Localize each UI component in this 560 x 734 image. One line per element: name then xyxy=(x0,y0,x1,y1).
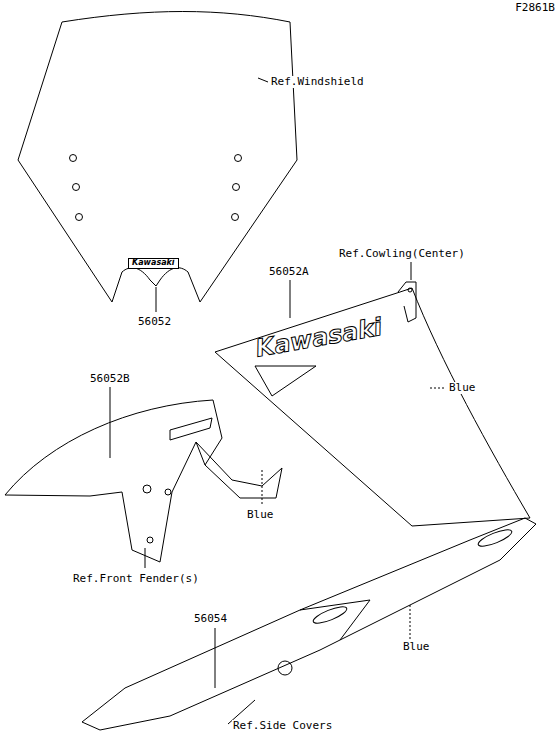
color-note: Blue xyxy=(402,641,431,653)
part-reference: Ref.Side Covers xyxy=(232,720,333,732)
bracket-hole xyxy=(408,288,412,292)
part-reference: Ref.Front Fender(s) xyxy=(72,573,200,585)
callout-number: 56052 xyxy=(137,316,172,328)
fender-bolt xyxy=(165,489,171,495)
side-cover-slot xyxy=(311,604,348,627)
mount-holes xyxy=(70,155,242,221)
color-note: Blue xyxy=(246,509,275,521)
figure-code: F2861B xyxy=(514,2,556,14)
decal-text: Kawasaki xyxy=(253,314,385,363)
callout-number: 56054 xyxy=(193,613,228,625)
front-fender-outline xyxy=(5,400,222,562)
fender-bolt xyxy=(147,537,153,543)
color-note: Blue xyxy=(448,382,477,394)
side-cover-hole xyxy=(278,661,292,675)
decal-text: Kawasaki xyxy=(128,258,179,269)
fender-decal xyxy=(170,418,212,440)
fender-blue-panel xyxy=(196,442,282,498)
callout-number: 56052B xyxy=(89,373,131,385)
fender-bolt xyxy=(143,485,151,493)
cowling-outline xyxy=(215,288,530,526)
part-reference: Ref.Windshield xyxy=(270,76,365,88)
windshield-outline xyxy=(18,12,297,303)
side-cover-stripe xyxy=(300,600,370,640)
leader-lines xyxy=(110,78,446,724)
callout-number: 56052A xyxy=(268,266,310,278)
side-cover-outline xyxy=(82,518,536,730)
cowling-bracket xyxy=(398,282,416,322)
part-reference: Ref.Cowling(Center) xyxy=(338,248,466,260)
cowling-vent xyxy=(255,366,316,396)
side-cover-slot xyxy=(476,527,513,550)
